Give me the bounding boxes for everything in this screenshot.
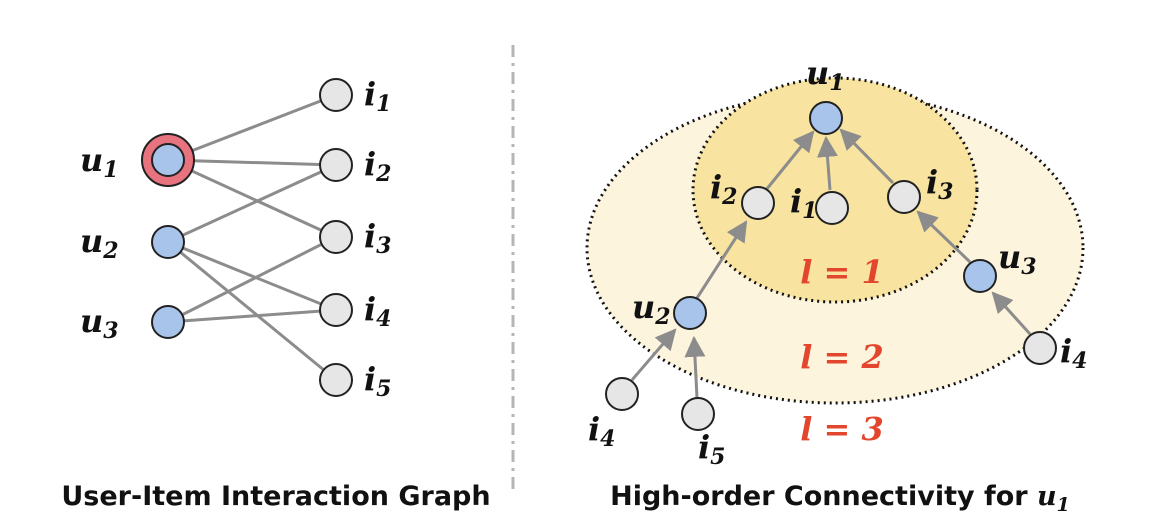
- arrow-i1-u1: [816, 135, 838, 191]
- item-node-i4: [319, 293, 353, 327]
- level-label-1: l = 1: [800, 253, 884, 291]
- node-l1-i3: [887, 180, 921, 214]
- label-u1: u1: [80, 141, 119, 183]
- edge-u1-i1: [167, 93, 337, 162]
- edge-u2-i5: [167, 240, 337, 382]
- edge-u3-i2: [167, 235, 337, 324]
- user-node-u3: [151, 305, 185, 339]
- label-l3-i5: i5: [698, 428, 725, 470]
- label-l1-i1: i1: [790, 182, 817, 224]
- node-root-u1: [809, 101, 843, 135]
- node-l1-i2: [741, 186, 775, 220]
- right-caption-var-sub: 1: [1057, 494, 1070, 516]
- arrow-i5-u2: [684, 335, 706, 399]
- left-edges: [167, 93, 337, 382]
- arrow-i4a-u2: [630, 328, 677, 381]
- inner-region-l1: [691, 76, 979, 304]
- node-l3-i4a: [605, 377, 639, 411]
- arrow-i2-u1: [764, 130, 815, 191]
- item-node-i2: [319, 148, 353, 182]
- user-node-u2: [151, 225, 185, 259]
- label-i5: i5: [364, 360, 391, 402]
- node-l1-i1: [815, 191, 849, 225]
- right-connectivity-graph: u1 i2 i1 i3 u2 u3 i4 i5 i4 l = 1 l = 2 l…: [585, 54, 1087, 516]
- node-l2-u3: [963, 259, 997, 293]
- edge-u3-i4: [167, 308, 337, 324]
- arrow-i3-u1: [839, 128, 895, 185]
- item-node-i1: [319, 78, 353, 112]
- left-interaction-graph: u1 u2 u3 i1 i2 i3 i4 i5 User-Item Intera…: [61, 75, 490, 512]
- item-node-i3: [319, 220, 353, 254]
- right-caption-text: High-order Connectivity for: [610, 481, 1037, 512]
- label-l2-u3: u3: [998, 238, 1037, 280]
- edge-u2-i2: [167, 163, 337, 244]
- label-l2-u2: u2: [632, 288, 671, 330]
- right-edges: [630, 128, 1032, 399]
- label-l1-i3: i3: [926, 163, 953, 205]
- edge-u1-i3: [167, 158, 337, 239]
- item-node-i5: [319, 363, 353, 397]
- label-u2: u2: [80, 222, 119, 264]
- edge-u2-i4: [167, 240, 337, 312]
- level-label-3: l = 3: [800, 410, 884, 448]
- arrow-u2-i2: [695, 220, 748, 299]
- arrow-i4b-u3: [991, 291, 1032, 336]
- label-l1-i2: i2: [710, 168, 737, 210]
- right-caption: High-order Connectivity for u1: [610, 481, 1070, 516]
- label-root-u1: u1: [806, 54, 845, 96]
- node-l2-u2: [673, 296, 707, 330]
- node-l3-i4b: [1023, 331, 1057, 365]
- label-i4: i4: [364, 290, 391, 332]
- level-label-2: l = 2: [800, 338, 884, 376]
- left-caption: User-Item Interaction Graph: [61, 481, 490, 512]
- label-l3-i4b: i4: [1060, 332, 1087, 374]
- edge-u1-i2: [167, 158, 337, 167]
- label-u3: u3: [80, 302, 119, 344]
- label-i2: i2: [364, 145, 391, 187]
- label-l3-i4a: i4: [588, 410, 615, 452]
- right-caption-var: u: [1037, 481, 1057, 512]
- user-node-u1: [151, 143, 185, 177]
- label-i1: i1: [364, 75, 391, 117]
- arrow-u3-i3: [916, 210, 972, 264]
- node-l3-i5: [681, 397, 715, 431]
- label-i3: i3: [364, 217, 391, 259]
